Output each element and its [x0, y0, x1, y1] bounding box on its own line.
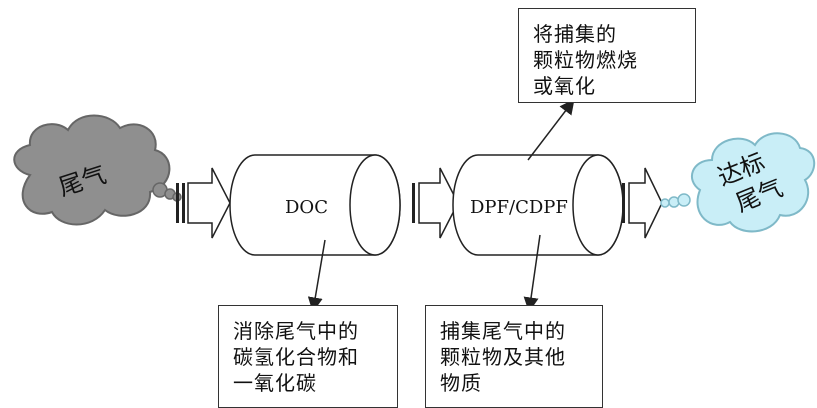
note-doc: 消除尾气中的 碳氢化合物和 一氧化碳: [218, 305, 398, 408]
note-line: 一氧化碳: [233, 371, 317, 395]
pointer-burn: [527, 99, 575, 161]
flow-arrow-2: [412, 167, 459, 239]
dpf-cylinder: [452, 154, 624, 256]
note-line: 捕集尾气中的: [440, 319, 566, 343]
flow-arrow-1: [176, 167, 231, 239]
note-line: 将捕集的: [533, 22, 617, 46]
note-line: 颗粒物燃烧: [533, 48, 638, 72]
output-cloud: [660, 132, 816, 233]
note-dpf: 捕集尾气中的 颗粒物及其他 物质: [425, 305, 603, 408]
pointer-doc: [307, 239, 326, 313]
doc-cylinder: [229, 154, 401, 256]
note-line: 或氧化: [533, 74, 596, 98]
note-line: 颗粒物及其他: [440, 345, 566, 369]
note-line: 消除尾气中的: [233, 319, 359, 343]
dpf-label: DPF/CDPF: [470, 197, 568, 218]
flow-arrow-3: [622, 167, 663, 239]
note-burn: 将捕集的 颗粒物燃烧 或氧化: [518, 8, 696, 103]
note-line: 碳氢化合物和: [233, 345, 359, 369]
note-line: 物质: [440, 371, 482, 395]
pointer-dpf: [523, 234, 541, 313]
doc-label: DOC: [285, 197, 328, 218]
